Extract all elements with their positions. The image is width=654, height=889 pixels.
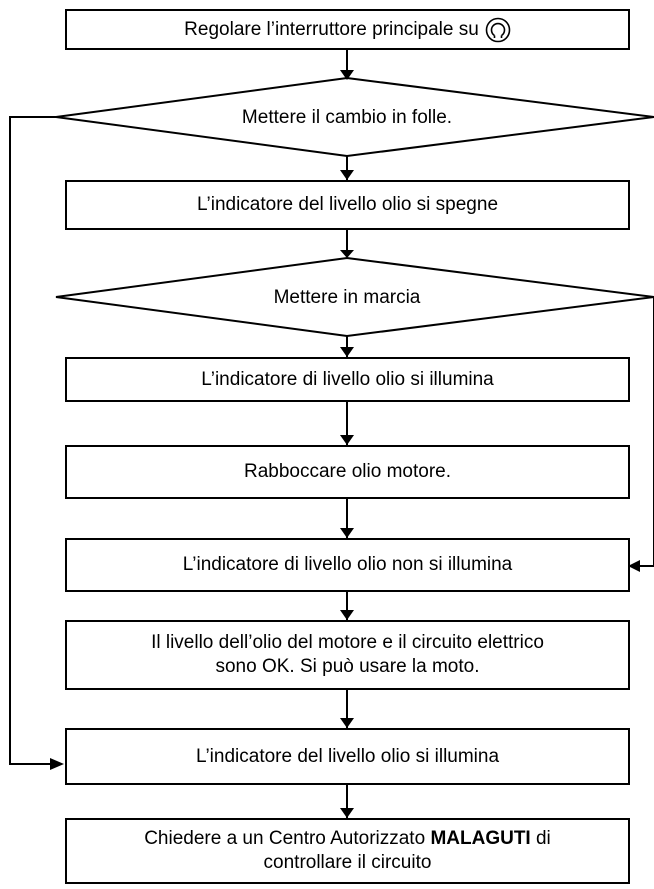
arrowhead [628, 560, 640, 572]
arrowhead [340, 808, 354, 818]
brand-name: MALAGUTI [430, 828, 531, 849]
step-3-box: L’indicatore di livello olio si illumina [65, 357, 630, 402]
arrowhead [340, 435, 354, 445]
step-8-prefix: Chiedere a un Centro Autorizzato [144, 828, 431, 849]
step-2-box: L’indicatore del livello olio si spegne [65, 180, 630, 230]
power-on-icon [485, 17, 511, 42]
step-8-line-2: controllare il circuito [263, 852, 432, 873]
arrowhead [340, 170, 354, 180]
step-5-box: L’indicatore di livello olio non si illu… [65, 538, 630, 592]
decision-1-label: Mettere il cambio in folle. [241, 107, 453, 128]
arrowhead [340, 528, 354, 538]
step-8-suffix: di [530, 828, 551, 849]
step-1-text: Regolare l’interruttore principale su [184, 18, 479, 40]
step-1-box: Regolare l’interruttore principale su [65, 9, 630, 50]
arrowhead [340, 610, 354, 620]
step-6-box: Il livello dell’olio del motore e il cir… [65, 620, 630, 690]
step-8-box: Chiedere a un Centro Autorizzato MALAGUT… [65, 818, 630, 884]
step-3-text: L’indicatore di livello olio si illumina [201, 368, 494, 390]
step-5-text: L’indicatore di livello olio non si illu… [182, 554, 513, 575]
arrowhead [340, 718, 354, 728]
decision-2-label: Mettere in marcia [273, 287, 421, 308]
step-7-box: L’indicatore del livello olio si illumin… [65, 728, 630, 785]
step-2-text: L’indicatore del livello olio si spegne [196, 194, 499, 215]
step-4-text: Rabboccare olio motore. [244, 461, 451, 482]
connector-decision2-right-branch [640, 297, 654, 567]
arrowhead [340, 70, 354, 80]
connector-decision1-left-branch [9, 116, 56, 765]
step-8-line-1: Chiedere a un Centro Autorizzato MALAGUT… [144, 827, 551, 851]
step-7-text: L’indicatore del livello olio si illumin… [195, 745, 500, 767]
step-4-box: Rabboccare olio motore. [65, 445, 630, 499]
arrowhead [340, 347, 354, 357]
arrowhead [340, 250, 354, 258]
step-6-line-1: Il livello dell’olio del motore e il cir… [151, 632, 544, 653]
arrowhead [50, 758, 64, 770]
step-6-line-2: sono OK. Si può usare la moto. [215, 656, 480, 677]
